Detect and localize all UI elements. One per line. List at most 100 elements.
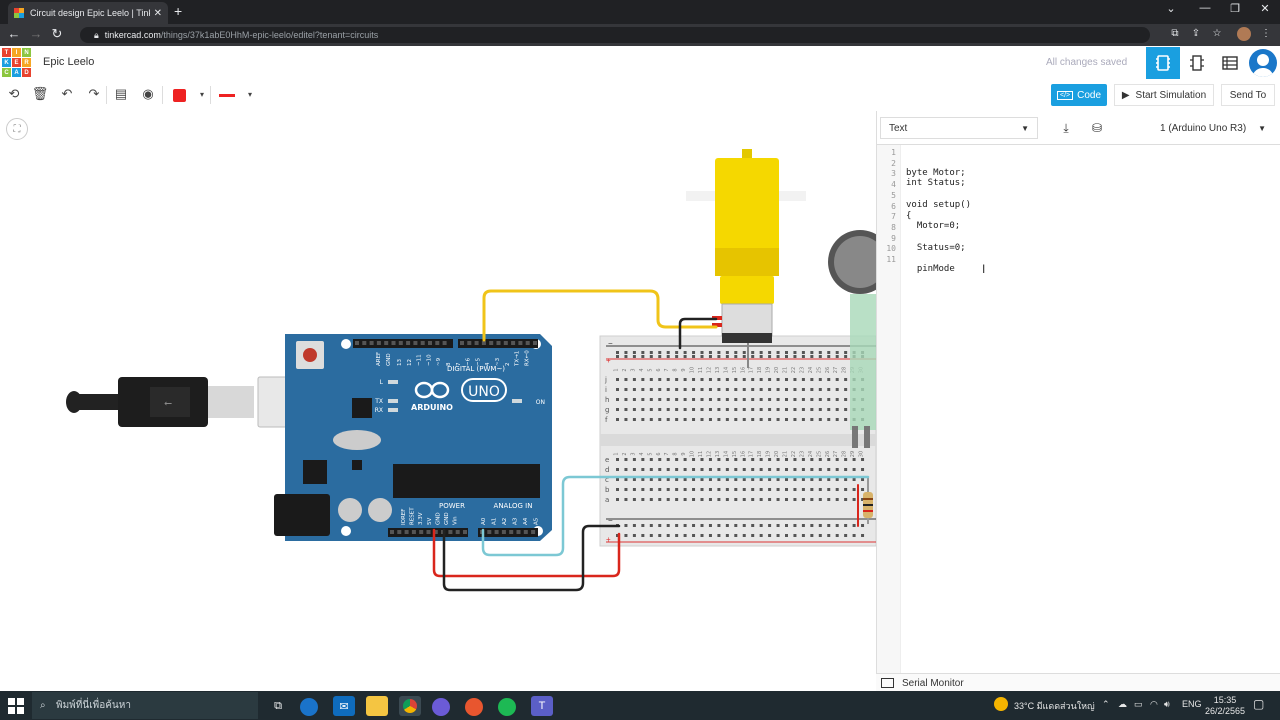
breadboard-hole[interactable] (827, 351, 831, 354)
breadboard-hole[interactable] (624, 351, 628, 354)
breadboard-hole[interactable] (632, 418, 636, 421)
breadboard-hole[interactable] (818, 458, 822, 461)
breadboard-hole[interactable] (616, 458, 619, 461)
breadboard-hole[interactable] (742, 498, 746, 501)
breadboard-hole[interactable] (793, 534, 797, 537)
breadboard-hole[interactable] (801, 418, 805, 421)
pin-hole[interactable] (494, 530, 499, 534)
breadboard-hole[interactable] (785, 478, 788, 481)
breadboard-hole[interactable] (641, 351, 645, 354)
breadboard-hole[interactable] (785, 418, 788, 421)
breadboard-hole[interactable] (776, 408, 780, 411)
breadboard-hole[interactable] (810, 478, 814, 481)
breadboard-hole[interactable] (742, 408, 746, 411)
breadboard-hole[interactable] (692, 378, 696, 381)
breadboard-hole[interactable] (835, 378, 839, 381)
breadboard-hole[interactable] (692, 478, 696, 481)
breadboard-hole[interactable] (683, 524, 687, 527)
breadboard-hole[interactable] (725, 398, 729, 401)
breadboard-hole[interactable] (725, 468, 729, 471)
breadboard-hole[interactable] (641, 498, 645, 501)
code-line[interactable]: { (906, 210, 912, 221)
breadboard-hole[interactable] (641, 478, 645, 481)
breadboard-hole[interactable] (810, 378, 814, 381)
breadboard-hole[interactable] (734, 488, 738, 491)
breadboard-hole[interactable] (692, 388, 696, 391)
breadboard-hole[interactable] (675, 408, 679, 411)
start-simulation-button[interactable]: ▶ Start Simulation (1114, 84, 1214, 106)
breadboard-hole[interactable] (734, 524, 738, 527)
breadboard-hole[interactable] (666, 468, 670, 471)
breadboard-hole[interactable] (666, 351, 670, 354)
breadboard-hole[interactable] (801, 351, 805, 354)
breadboard-hole[interactable] (692, 398, 696, 401)
breadboard-hole[interactable] (801, 488, 805, 491)
breadboard-hole[interactable] (785, 524, 788, 527)
wires[interactable] (432, 289, 870, 592)
breadboard-hole[interactable] (861, 478, 865, 481)
rotate-icon[interactable]: ⟲ (8, 86, 20, 101)
breadboard-hole[interactable] (852, 458, 856, 461)
breadboard-hole[interactable] (734, 418, 738, 421)
breadboard-hole[interactable] (658, 388, 662, 391)
breadboard-hole[interactable] (852, 534, 856, 537)
breadboard-hole[interactable] (692, 524, 696, 527)
weather-text[interactable]: 33°C มีแดดส่วนใหญ่ (1014, 701, 1095, 711)
new-tab-button[interactable]: + (174, 3, 183, 19)
breadboard-hole[interactable] (852, 478, 856, 481)
breadboard-hole[interactable] (861, 534, 865, 537)
breadboard-hole[interactable] (666, 534, 670, 537)
breadboard-hole[interactable] (827, 378, 831, 381)
breadboard-hole[interactable] (666, 408, 670, 411)
maximize-icon[interactable]: ❐ (1230, 3, 1240, 15)
breadboard-hole[interactable] (818, 351, 822, 354)
breadboard-hole[interactable] (785, 468, 788, 471)
delete-icon[interactable]: 🗑︎ (31, 86, 49, 101)
breadboard-hole[interactable] (708, 498, 712, 501)
breadboard-hole[interactable] (785, 388, 788, 391)
code-line[interactable]: int Status; (906, 178, 966, 189)
breadboard-hole[interactable] (742, 488, 746, 491)
breadboard-hole[interactable] (768, 468, 772, 471)
breadboard-hole[interactable] (675, 398, 679, 401)
pin-hole[interactable] (390, 530, 394, 534)
breadboard-hole[interactable] (835, 458, 839, 461)
breadboard-hole[interactable] (818, 388, 822, 391)
tray-chevron-icon[interactable]: ⌃ (1102, 699, 1110, 709)
breadboard-hole[interactable] (692, 534, 696, 537)
breadboard-hole[interactable] (666, 355, 670, 358)
breadboard-hole[interactable] (692, 418, 696, 421)
breadboard-hole[interactable] (742, 478, 746, 481)
breadboard-hole[interactable] (725, 534, 729, 537)
breadboard-hole[interactable] (776, 388, 780, 391)
resistor[interactable] (863, 478, 873, 524)
taskbar-search[interactable]: ⌕ พิมพ์ที่นี่เพื่อค้นหา (32, 692, 258, 719)
breadboard-hole[interactable] (827, 524, 831, 527)
breadboard-hole[interactable] (801, 468, 805, 471)
breadboard-hole[interactable] (692, 408, 696, 411)
language-indicator[interactable]: ENG (1182, 699, 1202, 709)
breadboard-hole[interactable] (666, 398, 670, 401)
breadboard-hole[interactable] (675, 488, 679, 491)
pin-hole[interactable] (355, 341, 359, 345)
breadboard-hole[interactable] (759, 418, 763, 421)
send-to-button[interactable]: Send To (1221, 84, 1275, 106)
breadboard-hole[interactable] (641, 378, 645, 381)
breadboard-hole[interactable] (632, 468, 636, 471)
pin-hole[interactable] (489, 341, 494, 345)
breadboard-hole[interactable] (725, 418, 729, 421)
pin-hole[interactable] (391, 341, 396, 345)
notifications-icon[interactable]: ▢ (1253, 697, 1265, 711)
breadboard-hole[interactable] (717, 498, 721, 501)
share-icon[interactable]: ⇪ (1191, 28, 1201, 39)
breadboard-hole[interactable] (785, 355, 788, 358)
breadboard-hole[interactable] (683, 498, 687, 501)
pin-hole[interactable] (503, 341, 508, 345)
dc-motor[interactable] (686, 149, 806, 368)
breadboard-hole[interactable] (666, 478, 670, 481)
pin-hole[interactable] (397, 530, 402, 534)
breadboard-hole[interactable] (658, 418, 662, 421)
windows-start-icon[interactable] (8, 698, 24, 714)
breadboard-hole[interactable] (675, 498, 679, 501)
bookmark-star-icon[interactable]: ☆ (1212, 28, 1222, 39)
